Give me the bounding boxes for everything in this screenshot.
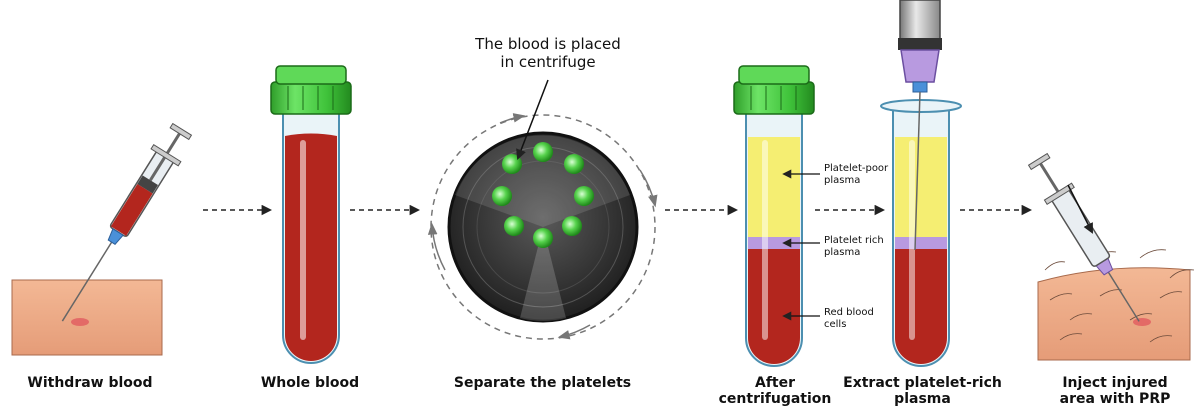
step-label-after-centrifugation: After centrifugation xyxy=(718,375,832,407)
step-label-extract-prp: Extract platelet-rich plasma xyxy=(843,375,1002,407)
rotation-path xyxy=(430,114,656,340)
separated-tube xyxy=(733,65,820,367)
puncture-mark xyxy=(71,318,89,326)
red-cell-layer xyxy=(748,249,800,364)
green-cap xyxy=(733,65,815,115)
label-platelet-rich-plasma: Platelet rich plasma xyxy=(824,235,884,258)
plasma-layer xyxy=(748,137,800,237)
injection-syringe-icon xyxy=(1027,152,1140,322)
centrifuge-illustration xyxy=(427,79,658,340)
step-label-inject-prp: Inject injured area with PRP xyxy=(1059,375,1171,407)
callout-pointer xyxy=(516,79,549,160)
centrifuge-callout: The blood is placed in centrifuge xyxy=(475,35,621,71)
label-platelet-poor-plasma: Platelet-poor plasma xyxy=(824,163,889,186)
green-cap xyxy=(270,65,352,115)
skin-patch xyxy=(11,279,163,356)
step-label-whole-blood: Whole blood xyxy=(260,375,360,391)
blood-fill xyxy=(285,133,337,361)
extraction-tube xyxy=(880,0,962,367)
label-red-blood-cells: Red blood cells xyxy=(824,307,874,330)
whole-blood-tube xyxy=(270,65,352,364)
inject-illustration xyxy=(1027,152,1195,361)
syringe-icon xyxy=(61,122,193,322)
step-label-separate-platelets: Separate the platelets xyxy=(453,375,632,391)
step-label-withdraw-blood: Withdraw blood xyxy=(27,375,153,391)
extraction-syringe-icon xyxy=(898,0,942,251)
withdraw-blood-illustration xyxy=(11,122,193,356)
